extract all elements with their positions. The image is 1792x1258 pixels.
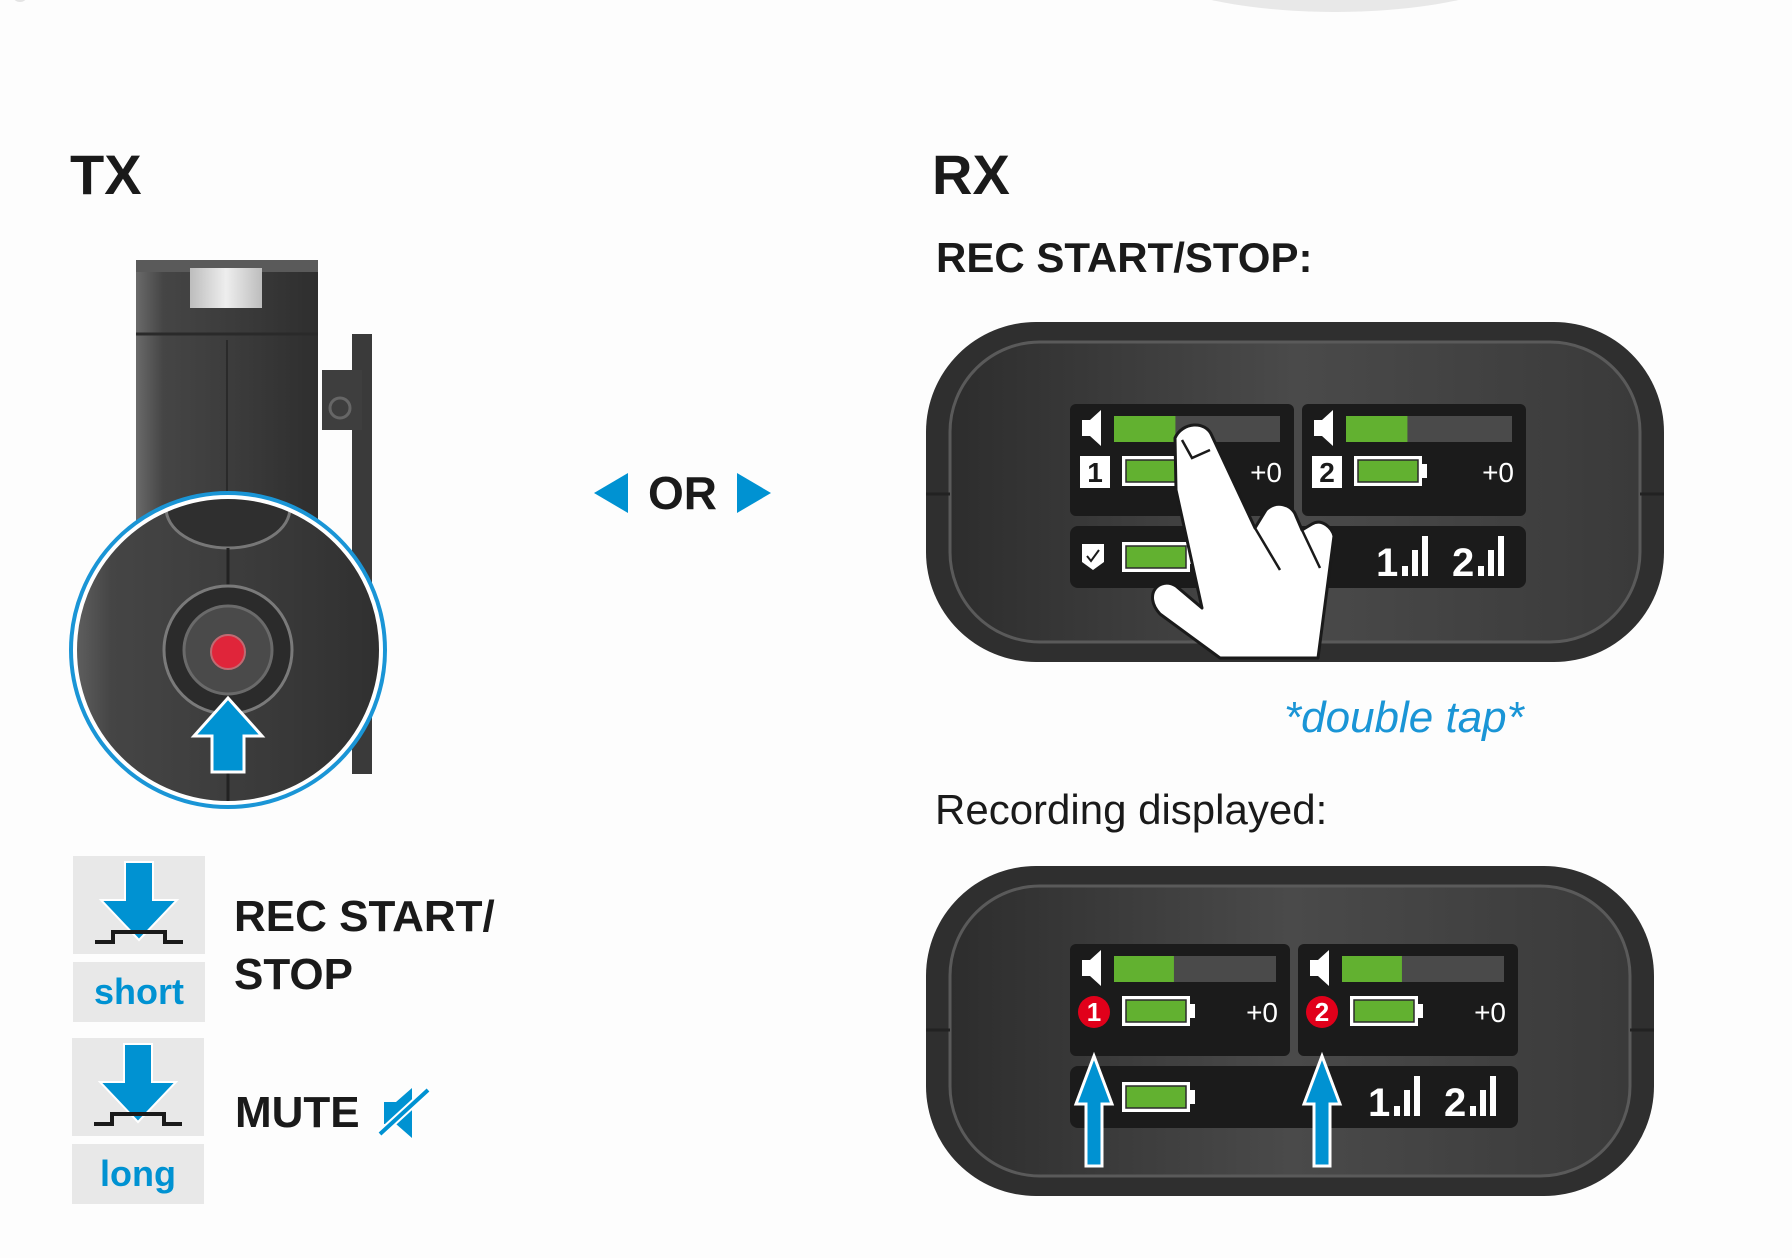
signal-bar bbox=[1480, 1090, 1486, 1116]
signal-bar bbox=[1498, 536, 1504, 576]
long-press-label: long bbox=[72, 1144, 204, 1204]
triangle-right-icon bbox=[737, 473, 771, 513]
audio-level-fill bbox=[1342, 956, 1402, 982]
battery-fill bbox=[1357, 459, 1419, 483]
rec-start-stop-heading: REC START/STOP: bbox=[936, 234, 1313, 281]
channel-number-box bbox=[1312, 456, 1342, 488]
short-press-action-line2: STOP bbox=[234, 950, 354, 999]
decorative-arc bbox=[1120, 0, 1550, 12]
channel-panel-2: 2 +0 bbox=[1302, 404, 1526, 516]
record-button-led bbox=[210, 634, 246, 670]
double-tap-label: *double tap* bbox=[1284, 693, 1524, 742]
check-mark bbox=[1086, 549, 1100, 563]
channel-panel-2: 2 +0 bbox=[1298, 944, 1518, 1056]
speaker-icon bbox=[1314, 410, 1333, 446]
speaker-muted-icon bbox=[376, 1087, 431, 1138]
battery-fill bbox=[1125, 999, 1187, 1023]
battery-fill bbox=[1353, 999, 1415, 1023]
channel-number: 2 bbox=[1315, 997, 1329, 1027]
tx-device-illustration bbox=[69, 260, 387, 809]
recording-indicator bbox=[1306, 996, 1338, 1028]
long-press-action: MUTE bbox=[235, 1084, 432, 1142]
mute-label: MUTE bbox=[235, 1088, 360, 1137]
audio-level-fill bbox=[1346, 416, 1408, 442]
short-press-action: REC START/ STOP bbox=[234, 888, 495, 1004]
channel-number: 1 bbox=[1087, 457, 1103, 488]
audio-level-fill bbox=[1114, 956, 1174, 982]
signal-bar bbox=[1414, 1076, 1420, 1116]
signal-label-1: 1 bbox=[1368, 1081, 1390, 1125]
signal-bar bbox=[1402, 566, 1408, 576]
channel-number: 1 bbox=[1087, 997, 1101, 1027]
button-press-icon bbox=[94, 1043, 182, 1126]
triangle-left-icon bbox=[594, 473, 628, 513]
signal-bar bbox=[1422, 536, 1428, 576]
gain-value: +0 bbox=[1474, 997, 1506, 1028]
short-press-label: short bbox=[73, 962, 205, 1022]
speaker-icon bbox=[1082, 410, 1101, 446]
battery-fill bbox=[1125, 1085, 1187, 1109]
gain-value: +0 bbox=[1482, 457, 1514, 488]
fingernail bbox=[1180, 439, 1211, 460]
or-label: OR bbox=[648, 467, 717, 519]
gain-value: +0 bbox=[1246, 997, 1278, 1028]
recording-displayed-heading: Recording displayed: bbox=[935, 786, 1328, 833]
hand-pointer-icon bbox=[1151, 423, 1336, 660]
finger-lines bbox=[1253, 527, 1322, 571]
long-press-icon-box bbox=[72, 1038, 204, 1136]
battery-tip bbox=[1190, 1004, 1195, 1018]
gain-value: +0 bbox=[1250, 457, 1282, 488]
speaker-icon bbox=[1082, 950, 1101, 986]
rx-heading: RX bbox=[932, 143, 1010, 206]
rx-device-idle: 1 +0 2 +0 1 2 bbox=[926, 322, 1664, 662]
tx-heading: TX bbox=[70, 143, 142, 206]
signal-bar bbox=[1488, 550, 1494, 576]
short-press-icon-box bbox=[73, 856, 205, 954]
signal-bar bbox=[1404, 1090, 1410, 1116]
short-press-action-line1: REC START/ bbox=[234, 892, 495, 941]
indicator-arrow-1 bbox=[1073, 1051, 1115, 1168]
signal-label-1: 1 bbox=[1376, 541, 1398, 585]
recording-indicator bbox=[1078, 996, 1110, 1028]
audio-level-fill bbox=[1114, 416, 1176, 442]
battery-tip bbox=[1190, 1090, 1195, 1104]
button-press-icon bbox=[95, 861, 183, 944]
signal-label-2: 2 bbox=[1444, 1081, 1466, 1125]
speaker-icon bbox=[1310, 950, 1329, 986]
signal-bar bbox=[1394, 1106, 1400, 1116]
battery-fill bbox=[1125, 545, 1187, 569]
or-separator: OR bbox=[592, 466, 773, 520]
signal-label-2: 2 bbox=[1452, 541, 1474, 585]
signal-bar bbox=[1490, 1076, 1496, 1116]
hand-shape bbox=[1151, 423, 1336, 660]
channel-number: 2 bbox=[1319, 457, 1335, 488]
indicator-arrow-2 bbox=[1301, 1051, 1343, 1168]
channel-panel-1: 1 +0 bbox=[1070, 944, 1290, 1056]
battery-tip bbox=[1422, 464, 1427, 478]
decorative-dot bbox=[14, 0, 26, 2]
signal-bar bbox=[1412, 550, 1418, 576]
signal-bar bbox=[1478, 566, 1484, 576]
signal-bar bbox=[1470, 1106, 1476, 1116]
channel-number-box bbox=[1080, 456, 1110, 488]
zoom-circle bbox=[69, 491, 387, 809]
press-arrow-icon bbox=[190, 695, 266, 774]
battery-tip bbox=[1418, 1004, 1423, 1018]
